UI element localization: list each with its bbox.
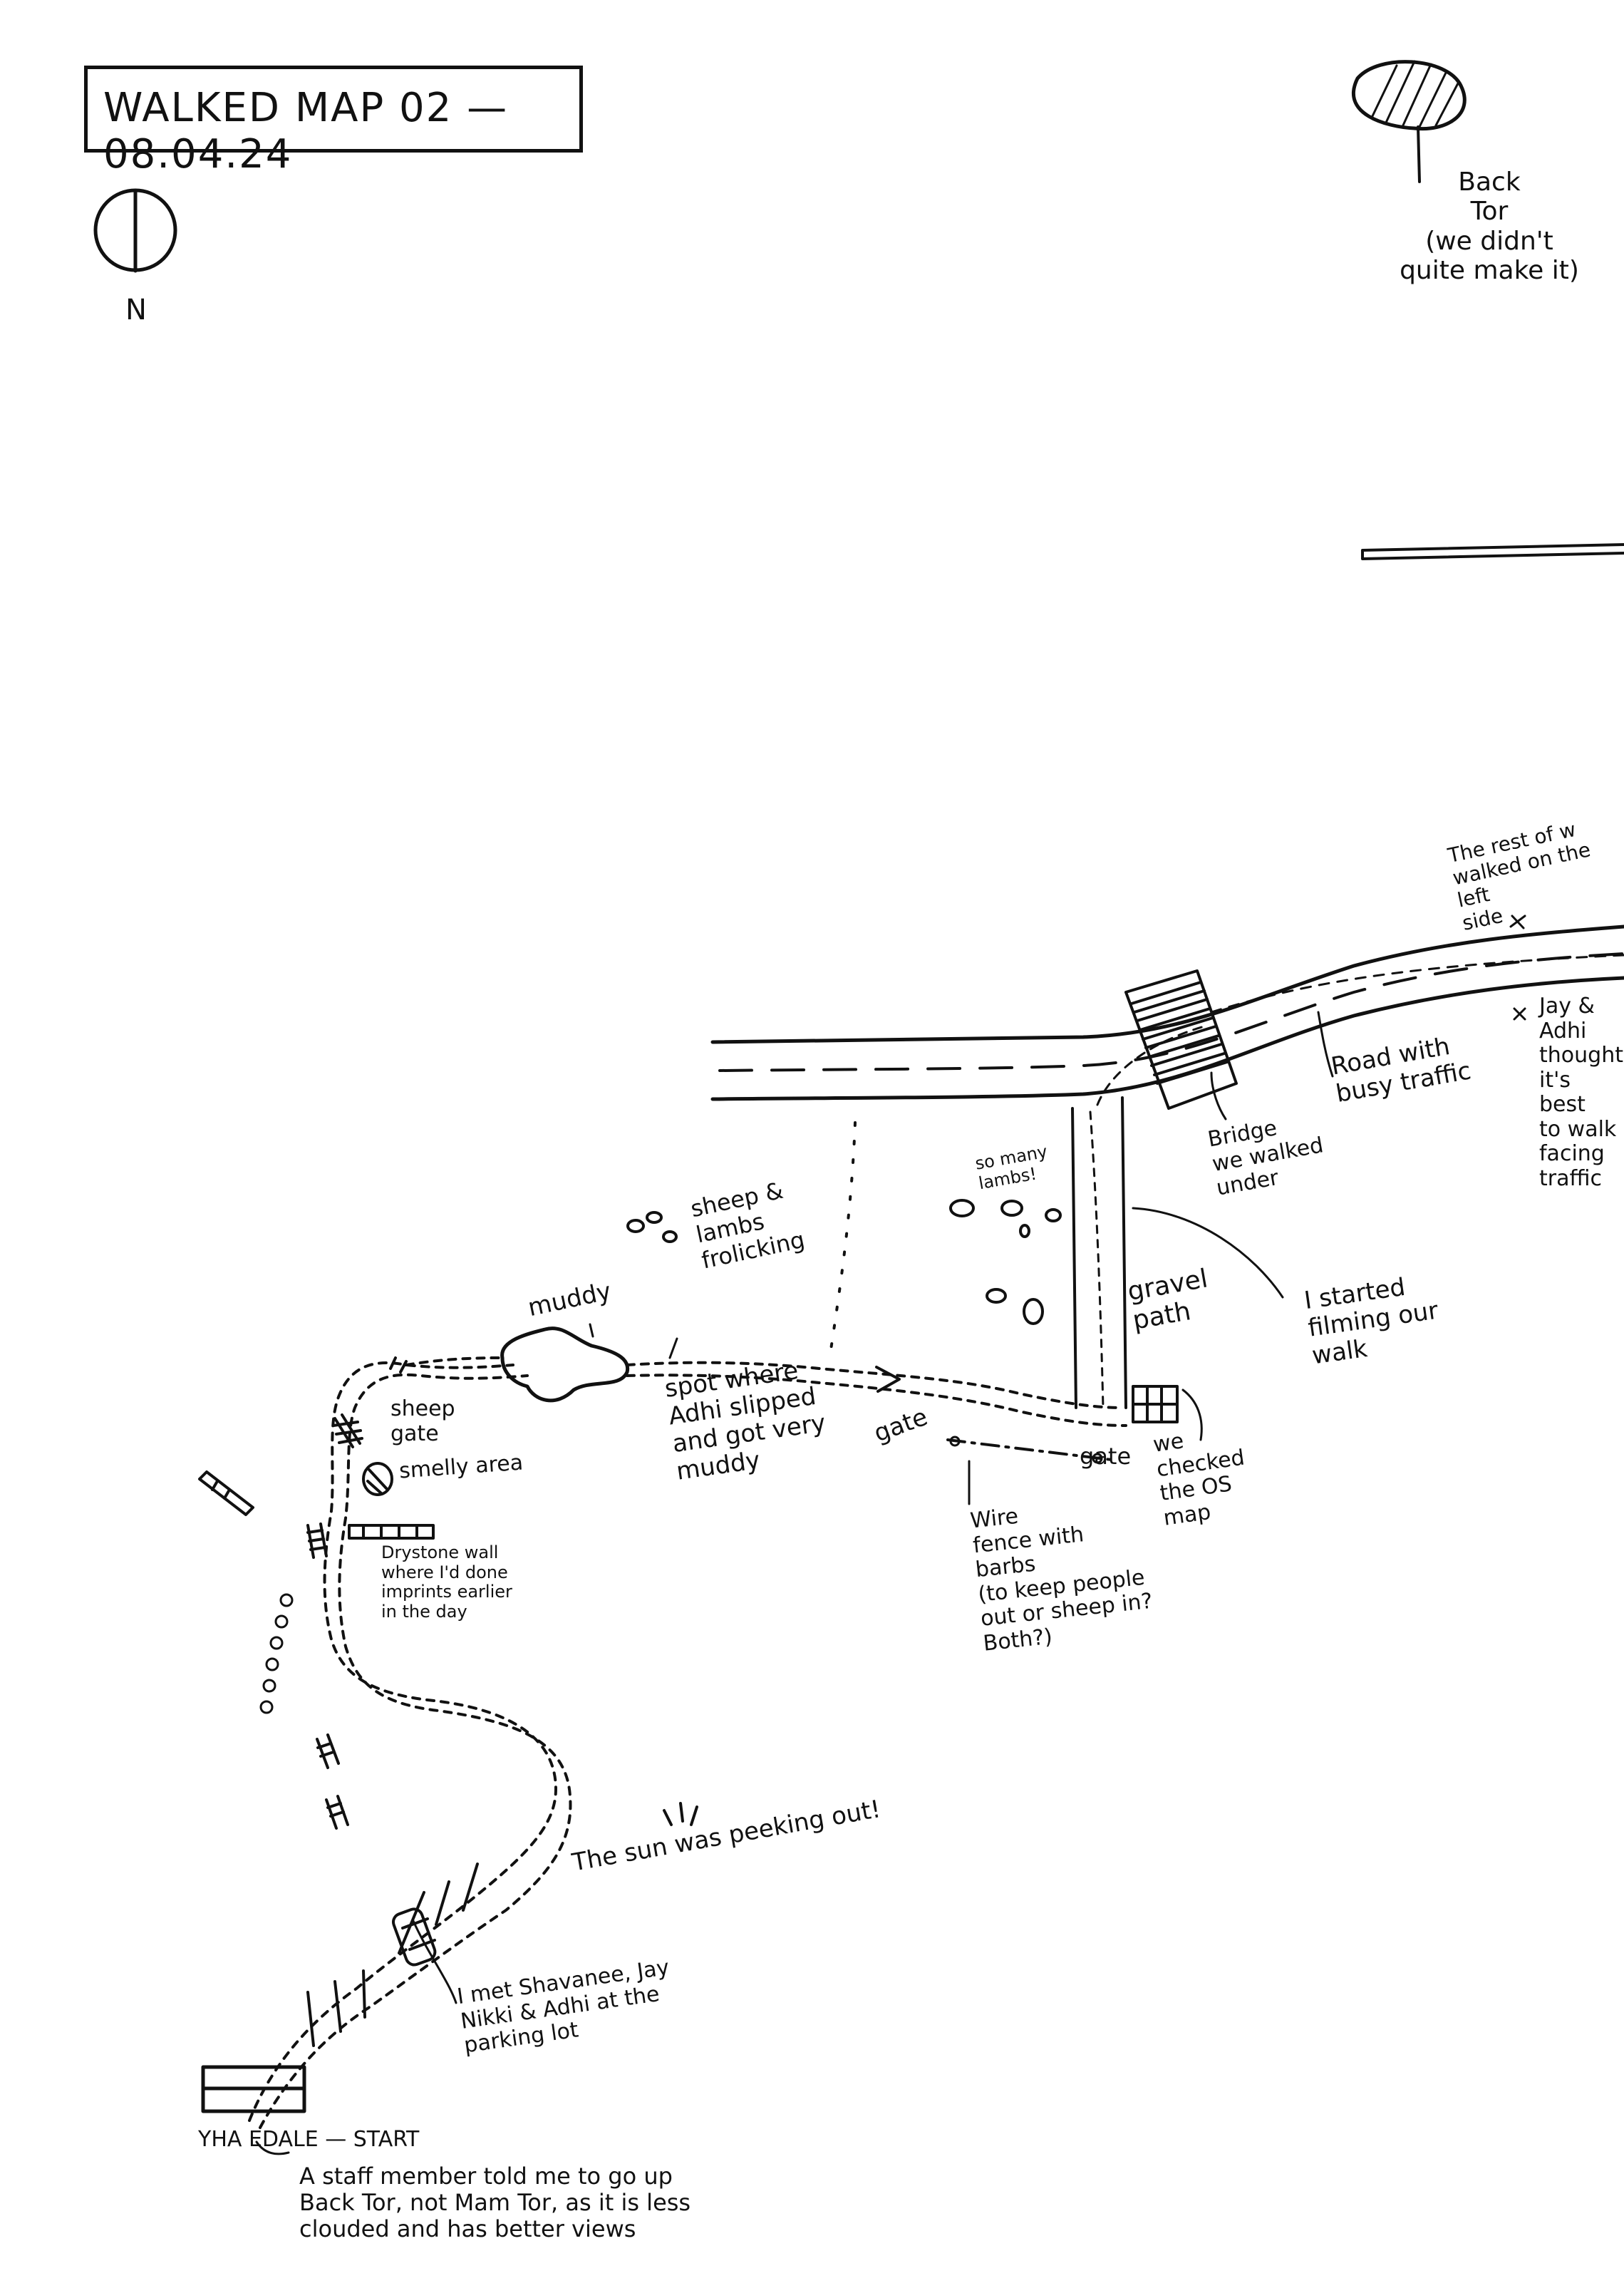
label-wire-fence: Wire fence with barbs (to keep people ou… — [968, 1503, 1154, 1656]
back-tor-hill-icon — [1351, 60, 1467, 183]
label-gate-2: gate — [1080, 1443, 1132, 1470]
label-yha-start: YHA EDALE — START — [198, 2127, 420, 2152]
annotation-leaders — [255, 914, 1526, 2155]
label-back-tor: Back Tor (we didn't quite make it) — [1400, 168, 1579, 286]
muddy-patch — [500, 1326, 630, 1403]
north-label: N — [125, 294, 147, 326]
road-ticks — [306, 1969, 366, 2047]
bridge-icon — [1124, 969, 1238, 1110]
label-sheep-gate: sheep gate — [391, 1396, 455, 1446]
stile-icon — [306, 1356, 408, 1830]
sheep-icon — [626, 1199, 1062, 1325]
gravel-path — [1071, 1025, 1206, 1409]
wire-fence — [946, 1436, 1113, 1464]
walk-route — [248, 1356, 1127, 2129]
field-boundary-line — [829, 1121, 857, 1356]
parking-lot-lines — [398, 1862, 479, 1954]
edge-wall-line — [1361, 543, 1624, 560]
smelly-area-icon — [362, 1462, 393, 1496]
sun-icon — [663, 1802, 698, 1826]
stepping-stones-icon — [259, 1593, 294, 1714]
yha-building-icon — [201, 2065, 306, 2113]
map-title: WALKED MAP 02 — 08.04.24 — [103, 85, 509, 177]
map-title-box: WALKED MAP 02 — 08.04.24 — [84, 66, 583, 177]
label-drystone-wall: Drystone wall where I'd done imprints ea… — [381, 1542, 512, 1622]
label-staff-note: A staff member told me to go up Back Tor… — [299, 2163, 691, 2242]
left-wall-segment — [198, 1470, 254, 1516]
label-jay-adhi: Jay & Adhi thought it's best to walk fac… — [1539, 994, 1623, 1191]
drystone-wall-icon — [348, 1524, 435, 1540]
os-map-icon — [1132, 1385, 1179, 1423]
north-arrow-icon — [93, 188, 177, 273]
route-arrow-icon — [875, 1366, 901, 1393]
